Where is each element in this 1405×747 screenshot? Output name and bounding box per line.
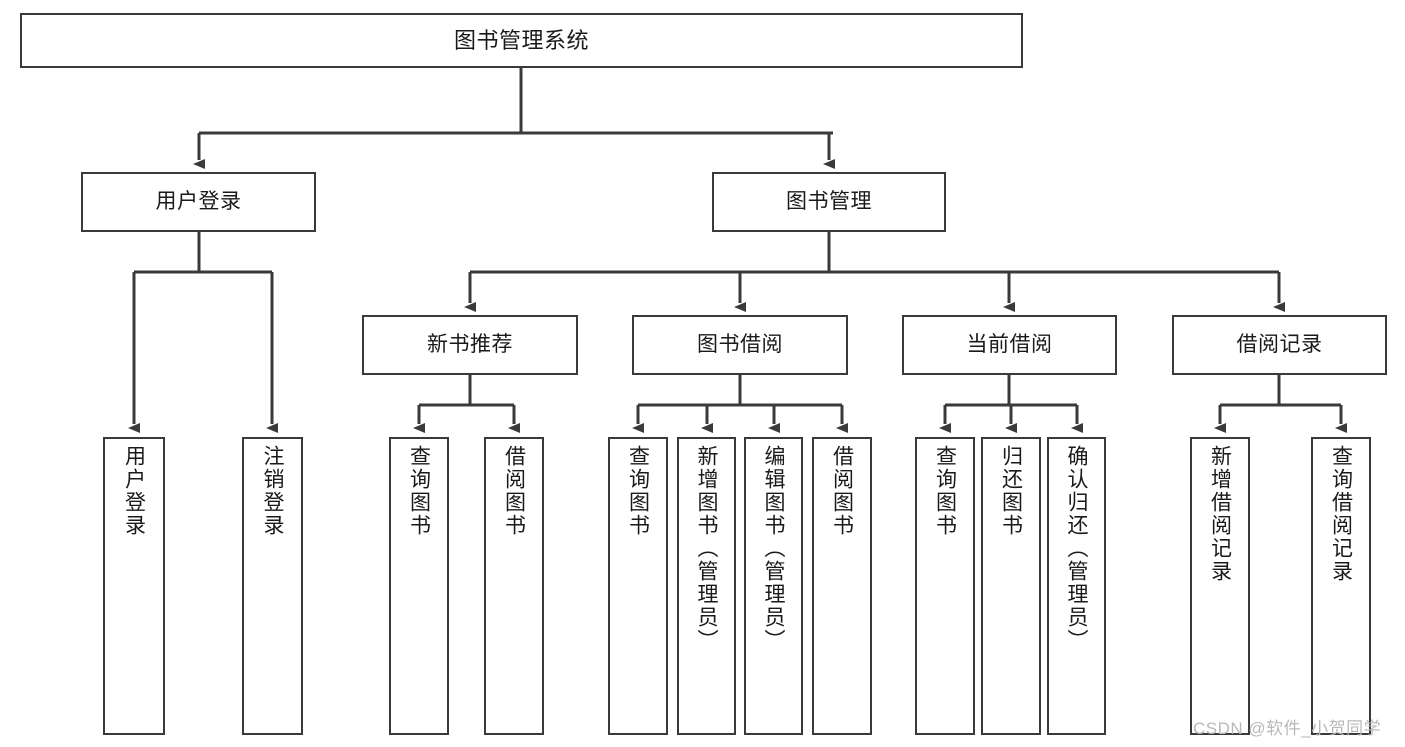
- node-root-label: 图书管理系统: [453, 27, 589, 53]
- node-book-manage[interactable]: 图书管理: [712, 172, 946, 232]
- node-borrow-record-label: 借阅记录: [1236, 332, 1323, 356]
- node-leaf-query-book-2-label: 查询图书: [626, 445, 650, 537]
- watermark: CSDN @软件_小贺同学: [1193, 719, 1382, 738]
- node-leaf-add-record[interactable]: 新增借阅记录: [1190, 437, 1250, 735]
- node-new-book-recommend-label: 新书推荐: [427, 332, 513, 356]
- node-book-manage-label: 图书管理: [786, 189, 872, 213]
- node-new-book-recommend[interactable]: 新书推荐: [362, 315, 578, 375]
- node-leaf-query-book-3[interactable]: 查询图书: [915, 437, 975, 735]
- node-leaf-borrow-book-1-label: 借阅图书: [502, 445, 526, 537]
- node-leaf-add-book[interactable]: 新增图书（管理员）: [677, 437, 736, 735]
- node-root[interactable]: 图书管理系统: [20, 13, 1023, 68]
- node-leaf-query-book-1-label: 查询图书: [407, 445, 431, 537]
- node-leaf-edit-book[interactable]: 编辑图书（管理员）: [744, 437, 803, 735]
- node-leaf-borrow-book-2[interactable]: 借阅图书: [812, 437, 872, 735]
- node-leaf-confirm-return[interactable]: 确认归还（管理员）: [1047, 437, 1106, 735]
- node-leaf-query-book-3-label: 查询图书: [933, 445, 957, 537]
- node-borrow-record[interactable]: 借阅记录: [1172, 315, 1387, 375]
- node-user-login-label: 用户登录: [155, 189, 242, 213]
- node-leaf-edit-book-label: 编辑图书（管理员）: [762, 445, 786, 652]
- node-leaf-borrow-book-2-label: 借阅图书: [830, 445, 854, 537]
- node-leaf-query-book-2[interactable]: 查询图书: [608, 437, 668, 735]
- node-user-login[interactable]: 用户登录: [81, 172, 316, 232]
- node-leaf-return-book[interactable]: 归还图书: [981, 437, 1041, 735]
- node-leaf-return-book-label: 归还图书: [999, 445, 1023, 537]
- node-leaf-user-login-label: 用户登录: [122, 445, 146, 537]
- node-leaf-logout[interactable]: 注销登录: [242, 437, 303, 735]
- node-leaf-confirm-return-label: 确认归还（管理员）: [1065, 445, 1089, 652]
- node-leaf-add-record-label: 新增借阅记录: [1208, 445, 1232, 583]
- node-leaf-user-login[interactable]: 用户登录: [103, 437, 165, 735]
- node-leaf-query-record[interactable]: 查询借阅记录: [1311, 437, 1371, 735]
- node-current-borrow-label: 当前借阅: [966, 332, 1053, 356]
- node-leaf-logout-label: 注销登录: [261, 445, 285, 537]
- node-leaf-borrow-book-1[interactable]: 借阅图书: [484, 437, 544, 735]
- node-book-borrow[interactable]: 图书借阅: [632, 315, 848, 375]
- node-leaf-query-book-1[interactable]: 查询图书: [389, 437, 449, 735]
- node-leaf-add-book-label: 新增图书（管理员）: [695, 445, 719, 652]
- node-book-borrow-label: 图书借阅: [697, 332, 783, 356]
- node-leaf-query-record-label: 查询借阅记录: [1329, 445, 1353, 583]
- node-current-borrow[interactable]: 当前借阅: [902, 315, 1117, 375]
